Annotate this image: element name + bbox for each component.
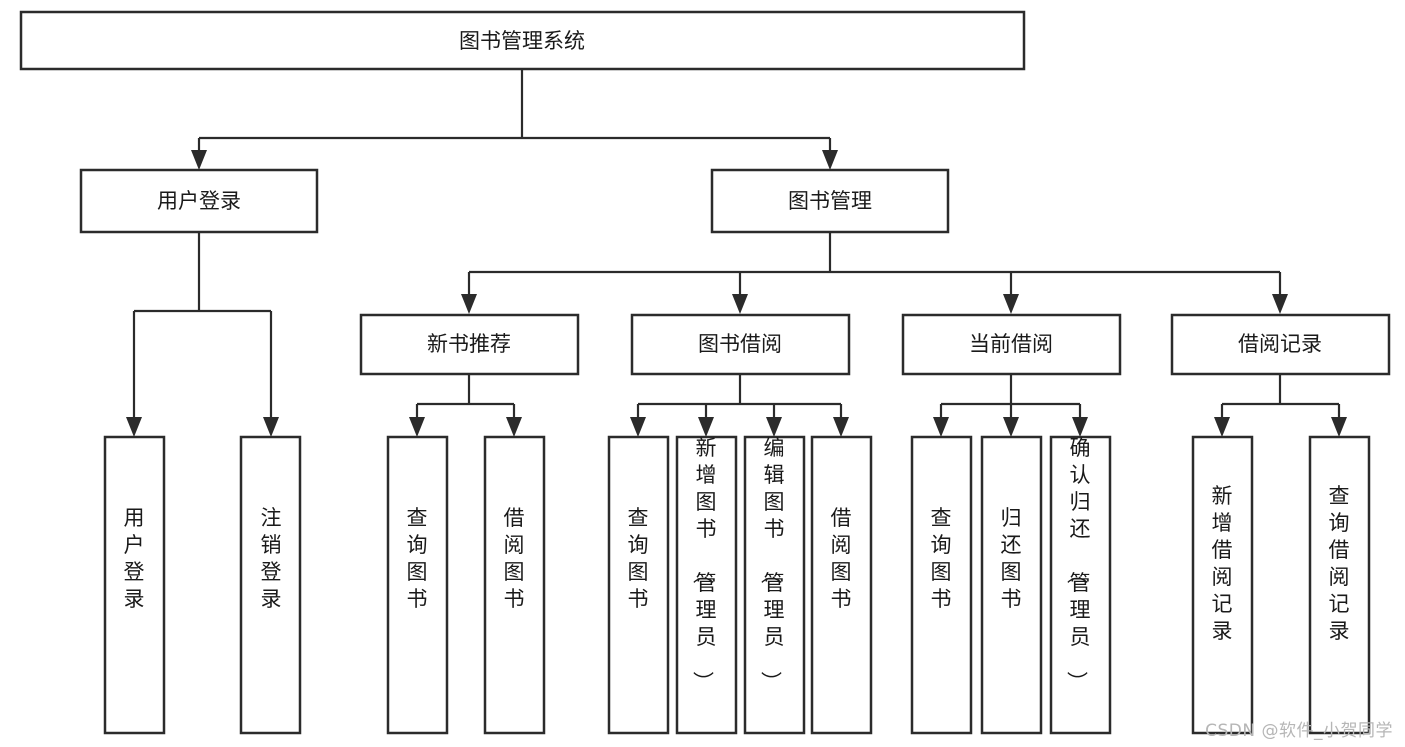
leaf-borrow-record-add[interactable]: 新增借阅记录 <box>1191 435 1254 735</box>
leaf-book-borrow-borrow-label: 借阅图书 <box>831 506 852 611</box>
arrow-icon-borrow-record-leaf-1 <box>1214 417 1230 437</box>
arrow-icon-book-borrow-leaf-4 <box>833 417 849 437</box>
node-user-login-label: 用户登录 <box>157 189 241 213</box>
leaf-new-book-query-box[interactable] <box>386 435 449 735</box>
arrow-icon-to-borrow-record <box>1272 294 1288 314</box>
leaf-book-borrow-query[interactable]: 查询图书 <box>607 435 670 735</box>
node-new-book-recommend-label: 新书推荐 <box>427 332 511 356</box>
node-root-system-label: 图书管理系统 <box>459 29 585 53</box>
node-current-borrow-box[interactable] <box>901 313 1122 376</box>
leaf-user-login-login-box[interactable] <box>103 435 166 735</box>
node-book-manage-label: 图书管理 <box>788 189 872 213</box>
leaf-book-borrow-query-label: 查询图书 <box>628 506 649 611</box>
node-borrow-record-box[interactable] <box>1170 313 1391 376</box>
leaf-user-login-logout-label: 注销登录 <box>261 506 282 611</box>
arrow-icon-book-borrow-leaf-1 <box>630 417 646 437</box>
leaf-borrow-record-query-box[interactable] <box>1308 435 1371 735</box>
leaf-borrow-record-query[interactable]: 查询借阅记录 <box>1308 435 1371 735</box>
leaf-book-borrow-query-box[interactable] <box>607 435 670 735</box>
leaf-current-borrow-confirm[interactable]: 确认归还（管理员） <box>1049 435 1112 735</box>
node-borrow-record-label: 借阅记录 <box>1238 332 1322 356</box>
leaf-book-borrow-add[interactable]: 新增图书（管理员） <box>675 435 738 735</box>
arrow-icon-current-borrow-leaf-3 <box>1072 417 1088 437</box>
leaf-user-login-logout[interactable]: 注销登录 <box>239 435 302 735</box>
leaf-borrow-record-add-label: 新增借阅记录 <box>1212 484 1233 643</box>
leaf-current-borrow-query-label: 查询图书 <box>931 506 952 611</box>
arrow-icon-borrow-record-leaf-2 <box>1331 417 1347 437</box>
node-current-borrow-label: 当前借阅 <box>969 332 1053 356</box>
arrow-icon-to-current-borrow <box>1003 294 1019 314</box>
arrow-icon-user-login-leaf-1 <box>126 417 142 437</box>
node-root-system-box[interactable] <box>19 10 1026 71</box>
arrow-icon-new-book-leaf-2 <box>506 417 522 437</box>
arrow-icon-user-login-leaf-2 <box>263 417 279 437</box>
node-user-login[interactable]: 用户登录 <box>79 168 319 234</box>
leaf-current-borrow-confirm-box[interactable] <box>1049 435 1112 735</box>
leaf-current-borrow-return-label: 归还图书 <box>1001 506 1022 611</box>
leaf-current-borrow-query-box[interactable] <box>910 435 973 735</box>
arrow-icon-current-borrow-leaf-1 <box>933 417 949 437</box>
arrow-icon-current-borrow-leaf-2 <box>1003 417 1019 437</box>
node-book-manage-box[interactable] <box>710 168 950 234</box>
leaf-current-borrow-return[interactable]: 归还图书 <box>980 435 1043 735</box>
leaf-book-borrow-borrow-box[interactable] <box>810 435 873 735</box>
leaf-borrow-record-add-box[interactable] <box>1191 435 1254 735</box>
node-user-login-box[interactable] <box>79 168 319 234</box>
node-current-borrow[interactable]: 当前借阅 <box>901 313 1122 376</box>
arrow-icon-to-new-book <box>461 294 477 314</box>
leaf-user-login-logout-box[interactable] <box>239 435 302 735</box>
leaf-book-borrow-add-label: 新增图书（管理员） <box>691 436 717 692</box>
leaf-book-borrow-borrow[interactable]: 借阅图书 <box>810 435 873 735</box>
leaf-book-borrow-edit[interactable]: 编辑图书（管理员） <box>743 435 806 735</box>
node-new-book-recommend[interactable]: 新书推荐 <box>359 313 580 376</box>
leaf-current-borrow-return-box[interactable] <box>980 435 1043 735</box>
node-book-borrow-label: 图书借阅 <box>698 332 782 356</box>
leaf-book-borrow-add-box[interactable] <box>675 435 738 735</box>
connectors-group <box>126 69 1347 437</box>
arrow-icon-to-user-login <box>191 150 207 170</box>
leaf-borrow-record-query-label: 查询借阅记录 <box>1329 484 1350 643</box>
leaf-user-login-login-label: 用户登录 <box>124 506 145 611</box>
leaf-new-book-borrow[interactable]: 借阅图书 <box>483 435 546 735</box>
arrow-icon-book-borrow-leaf-2 <box>698 417 714 437</box>
arrow-icon-new-book-leaf-1 <box>409 417 425 437</box>
node-book-borrow-box[interactable] <box>630 313 851 376</box>
leaf-new-book-borrow-box[interactable] <box>483 435 546 735</box>
node-book-manage[interactable]: 图书管理 <box>710 168 950 234</box>
leaf-user-login-login[interactable]: 用户登录 <box>103 435 166 735</box>
csdn-watermark: CSDN @软件_小贺同学 <box>1205 721 1393 741</box>
leaf-new-book-query-label: 查询图书 <box>407 506 428 611</box>
leaf-book-borrow-edit-label: 编辑图书（管理员） <box>759 436 785 692</box>
node-root-system[interactable]: 图书管理系统 <box>19 10 1026 71</box>
arrow-icon-to-book-manage <box>822 150 838 170</box>
node-book-borrow[interactable]: 图书借阅 <box>630 313 851 376</box>
leaf-current-borrow-confirm-label: 确认归还（管理员） <box>1065 436 1091 692</box>
arrow-icon-to-book-borrow <box>732 294 748 314</box>
node-new-book-recommend-box[interactable] <box>359 313 580 376</box>
leaf-book-borrow-edit-box[interactable] <box>743 435 806 735</box>
leaf-new-book-query[interactable]: 查询图书 <box>386 435 449 735</box>
leaf-current-borrow-query[interactable]: 查询图书 <box>910 435 973 735</box>
arrow-icon-book-borrow-leaf-3 <box>766 417 782 437</box>
node-borrow-record[interactable]: 借阅记录 <box>1170 313 1391 376</box>
leaf-new-book-borrow-label: 借阅图书 <box>504 506 525 611</box>
